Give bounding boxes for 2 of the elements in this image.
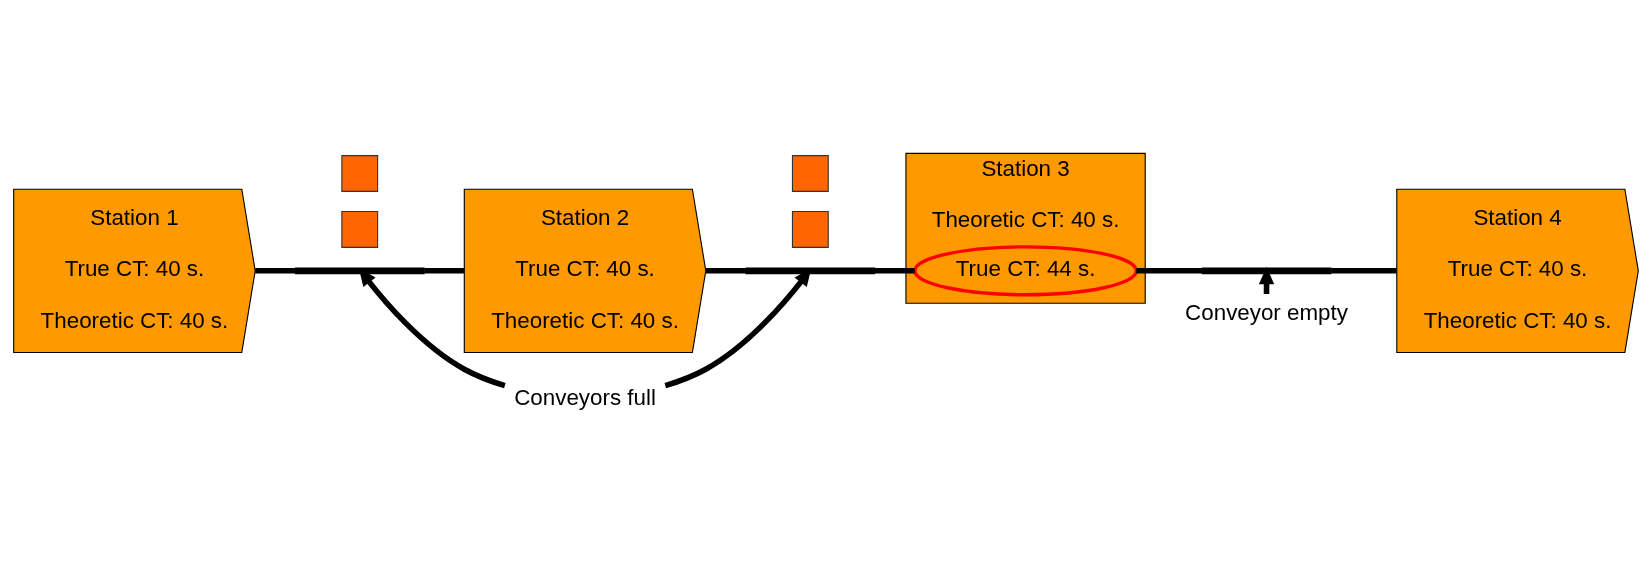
node-text: Conveyors full (514, 384, 656, 410)
node-text: Conveyor empty (1185, 300, 1348, 326)
